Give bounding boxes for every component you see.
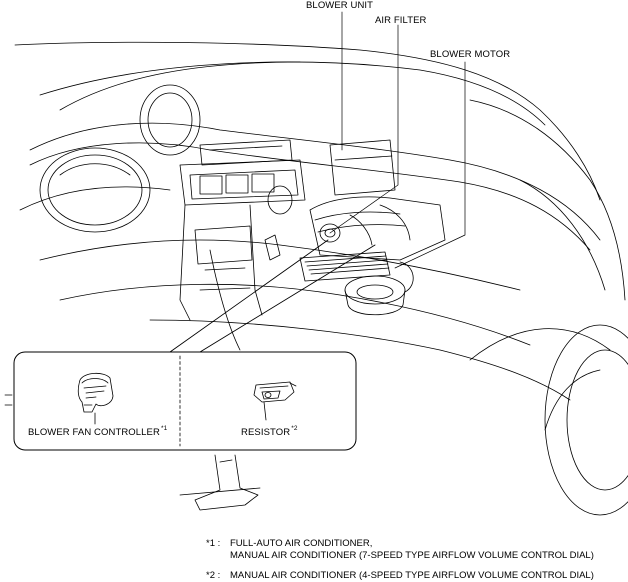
blower-fan-controller-part	[77, 372, 114, 425]
footnote-1: *1 : FULL-AUTO AIR CONDITIONER,MANUAL AIR…	[206, 538, 594, 562]
label-blower-motor: BLOWER MOTOR	[430, 49, 511, 60]
resistor-text: RESISTOR	[241, 427, 291, 438]
steering-wheel	[39, 84, 201, 233]
air-filter-part	[299, 251, 391, 282]
label-blower-fan-controller: BLOWER FAN CONTROLLER*1	[28, 425, 168, 438]
label-resistor: RESISTOR*2	[241, 425, 298, 438]
door-and-wheel	[469, 99, 628, 516]
windshield-outline	[14, 41, 601, 201]
center-console	[179, 139, 306, 351]
callout-box	[13, 351, 357, 451]
blower-unit-part	[309, 139, 446, 261]
dashboard-body	[19, 122, 601, 401]
floor-and-pedals	[4, 394, 261, 511]
label-air-filter: AIR FILTER	[375, 15, 427, 26]
blower-fan-controller-text: BLOWER FAN CONTROLLER	[28, 427, 160, 438]
resistor-footnote-mark: *2	[291, 425, 298, 432]
footnote-1-line-2: MANUAL AIR CONDITIONER (7-SPEED TYPE AIR…	[230, 550, 594, 561]
footnote-2-mark: *2 :	[206, 570, 221, 581]
leader-lines	[329, 11, 466, 269]
footnote-2: *2 : MANUAL AIR CONDITIONER (4-SPEED TYPE…	[206, 570, 594, 582]
callout-wedge	[169, 239, 376, 353]
resistor-part	[253, 381, 297, 421]
footnote-1-mark: *1 :	[206, 538, 221, 549]
blower-motor-part	[344, 261, 414, 316]
footnote-2-line-1: MANUAL AIR CONDITIONER (4-SPEED TYPE AIR…	[230, 570, 594, 581]
label-blower-unit: BLOWER UNIT	[306, 0, 374, 11]
blower-fan-controller-footnote-mark: *1	[160, 425, 168, 432]
footnote-1-line-1: FULL-AUTO AIR CONDITIONER,	[230, 538, 373, 549]
